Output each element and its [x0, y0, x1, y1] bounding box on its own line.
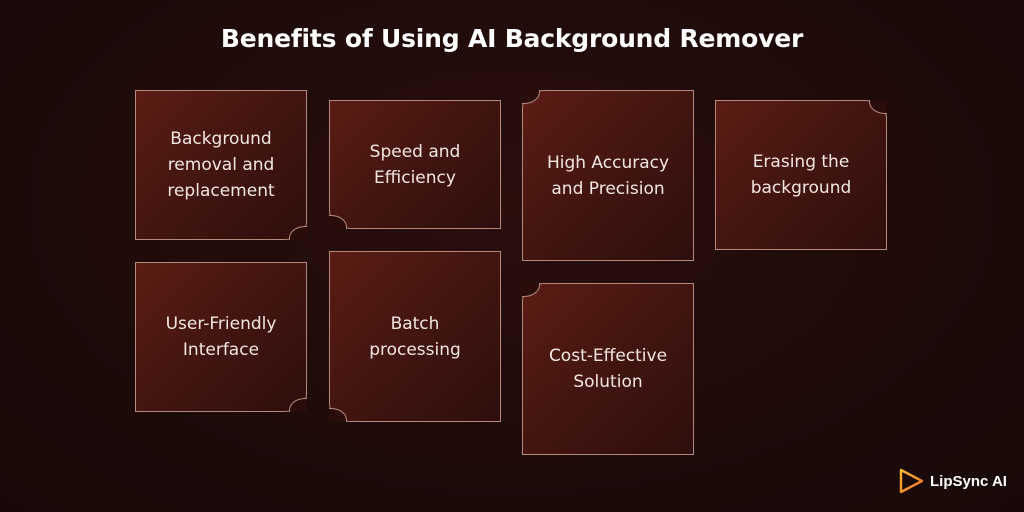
page-curl-decoration — [329, 215, 347, 229]
card-line: Background — [170, 129, 272, 149]
card-line: Efficiency — [374, 167, 456, 188]
card-label: Cost-Effective Solution — [549, 343, 667, 395]
page-curl-decoration — [869, 100, 887, 114]
card-erasing-background: Erasing the background — [715, 100, 887, 250]
brand-name: LipSync AI — [930, 472, 1007, 490]
card-line: User-Friendly — [165, 314, 277, 334]
card-high-accuracy: High Accuracy and Precision — [522, 90, 694, 261]
card-cost-effective: Cost-Effective Solution — [522, 283, 694, 455]
card-label: Speed and Efficiency — [370, 139, 461, 191]
page-curl-decoration — [289, 398, 307, 412]
card-line: Cost-Effective — [548, 346, 668, 366]
card-label: User-Friendly Interface — [166, 311, 277, 363]
card-speed-efficiency: Speed and Efficiency — [329, 100, 501, 229]
card-user-friendly: User-Friendly Interface — [135, 262, 307, 412]
card-label: Background removal and replacement — [167, 126, 274, 204]
play-waveform-icon — [899, 468, 924, 494]
card-line: and Precision — [551, 178, 665, 199]
page-curl-decoration — [289, 226, 307, 240]
card-line: Speed and — [369, 141, 461, 162]
card-line: background — [750, 178, 852, 198]
card-line: Erasing the — [752, 152, 850, 172]
card-line: processing — [369, 339, 461, 360]
card-background-removal: Background removal and replacement — [135, 90, 307, 240]
card-line: Solution — [573, 372, 643, 392]
card-batch-processing: Batch processing — [329, 251, 501, 422]
card-line: Interface — [182, 340, 260, 360]
page-title: Benefits of Using AI Background Remover — [220, 24, 804, 53]
page-curl-decoration — [522, 283, 540, 297]
card-label: Batch processing — [369, 311, 461, 363]
card-label: Erasing the background — [751, 149, 852, 201]
card-line: High Accuracy — [546, 152, 670, 173]
card-line: Batch — [390, 313, 440, 334]
page-curl-decoration — [329, 408, 347, 422]
card-line: removal and — [167, 155, 275, 175]
page-curl-decoration — [522, 90, 540, 104]
brand-logo: LipSync AI — [898, 468, 1007, 494]
card-line: replacement — [167, 181, 275, 201]
card-label: High Accuracy and Precision — [547, 150, 669, 202]
